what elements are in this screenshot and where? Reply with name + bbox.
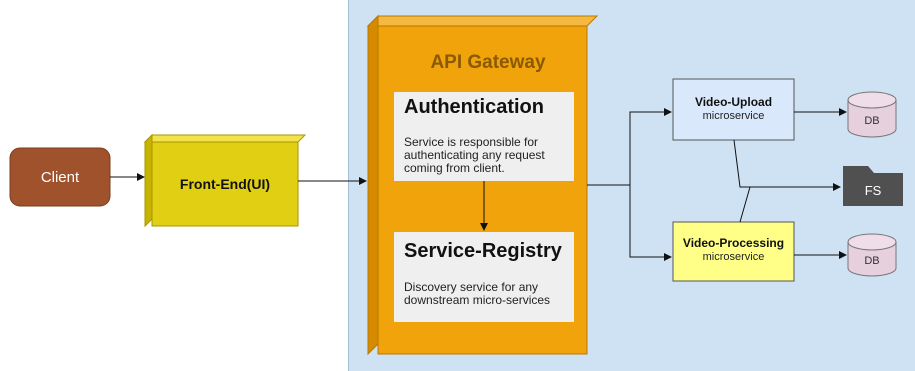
video-processing-text: Video-Processing microservice — [673, 222, 794, 281]
video-upload-node — [672, 78, 795, 141]
edge-gateway-processing — [629, 185, 672, 261]
authentication-description: Service is responsible for authenticatin… — [404, 136, 545, 175]
api-gateway-title: API Gateway — [430, 52, 546, 73]
service-registry-title: Service-Registry — [404, 240, 562, 262]
video-processing-node — [672, 221, 795, 282]
client-label: Client — [40, 168, 80, 186]
edge-upload-fs — [733, 139, 841, 191]
video-upload-text: Video-Upload microservice — [673, 79, 794, 140]
edge-processing-fs — [739, 186, 751, 223]
video-upload-title: Video-Upload — [694, 95, 773, 109]
service-registry-card — [394, 232, 574, 322]
authentication-title: Authentication — [404, 96, 544, 118]
service-registry-desc-line: downstream micro-services — [404, 293, 551, 307]
service-registry-description: Discovery service for any downstream mic… — [404, 281, 550, 307]
authentication-text: Authentication Service is responsible fo… — [394, 92, 574, 181]
db-processing-cylinder — [847, 233, 897, 277]
db-processing-label: DB — [864, 255, 880, 267]
edge-gateway-upload — [629, 108, 672, 185]
service-registry-desc-line: Discovery service for any — [404, 280, 539, 294]
video-upload-subtitle: microservice — [702, 110, 765, 122]
authentication-desc-line: coming from client. — [404, 161, 505, 175]
authentication-desc-line: Service is responsible for — [404, 135, 539, 149]
video-processing-title: Video-Processing — [682, 236, 785, 250]
frontend-node — [143, 133, 307, 228]
db-upload-cylinder — [847, 91, 897, 138]
authentication-desc-line: authenticating any request — [404, 148, 545, 162]
authentication-card — [394, 92, 574, 181]
service-registry-text: Service-Registry Discovery service for a… — [394, 232, 574, 322]
fs-label: FS — [864, 183, 882, 198]
video-processing-subtitle: microservice — [702, 251, 765, 263]
fs-folder-icon — [843, 166, 903, 206]
db-upload-label: DB — [864, 115, 880, 127]
frontend-label: Front-End(UI) — [179, 176, 271, 192]
